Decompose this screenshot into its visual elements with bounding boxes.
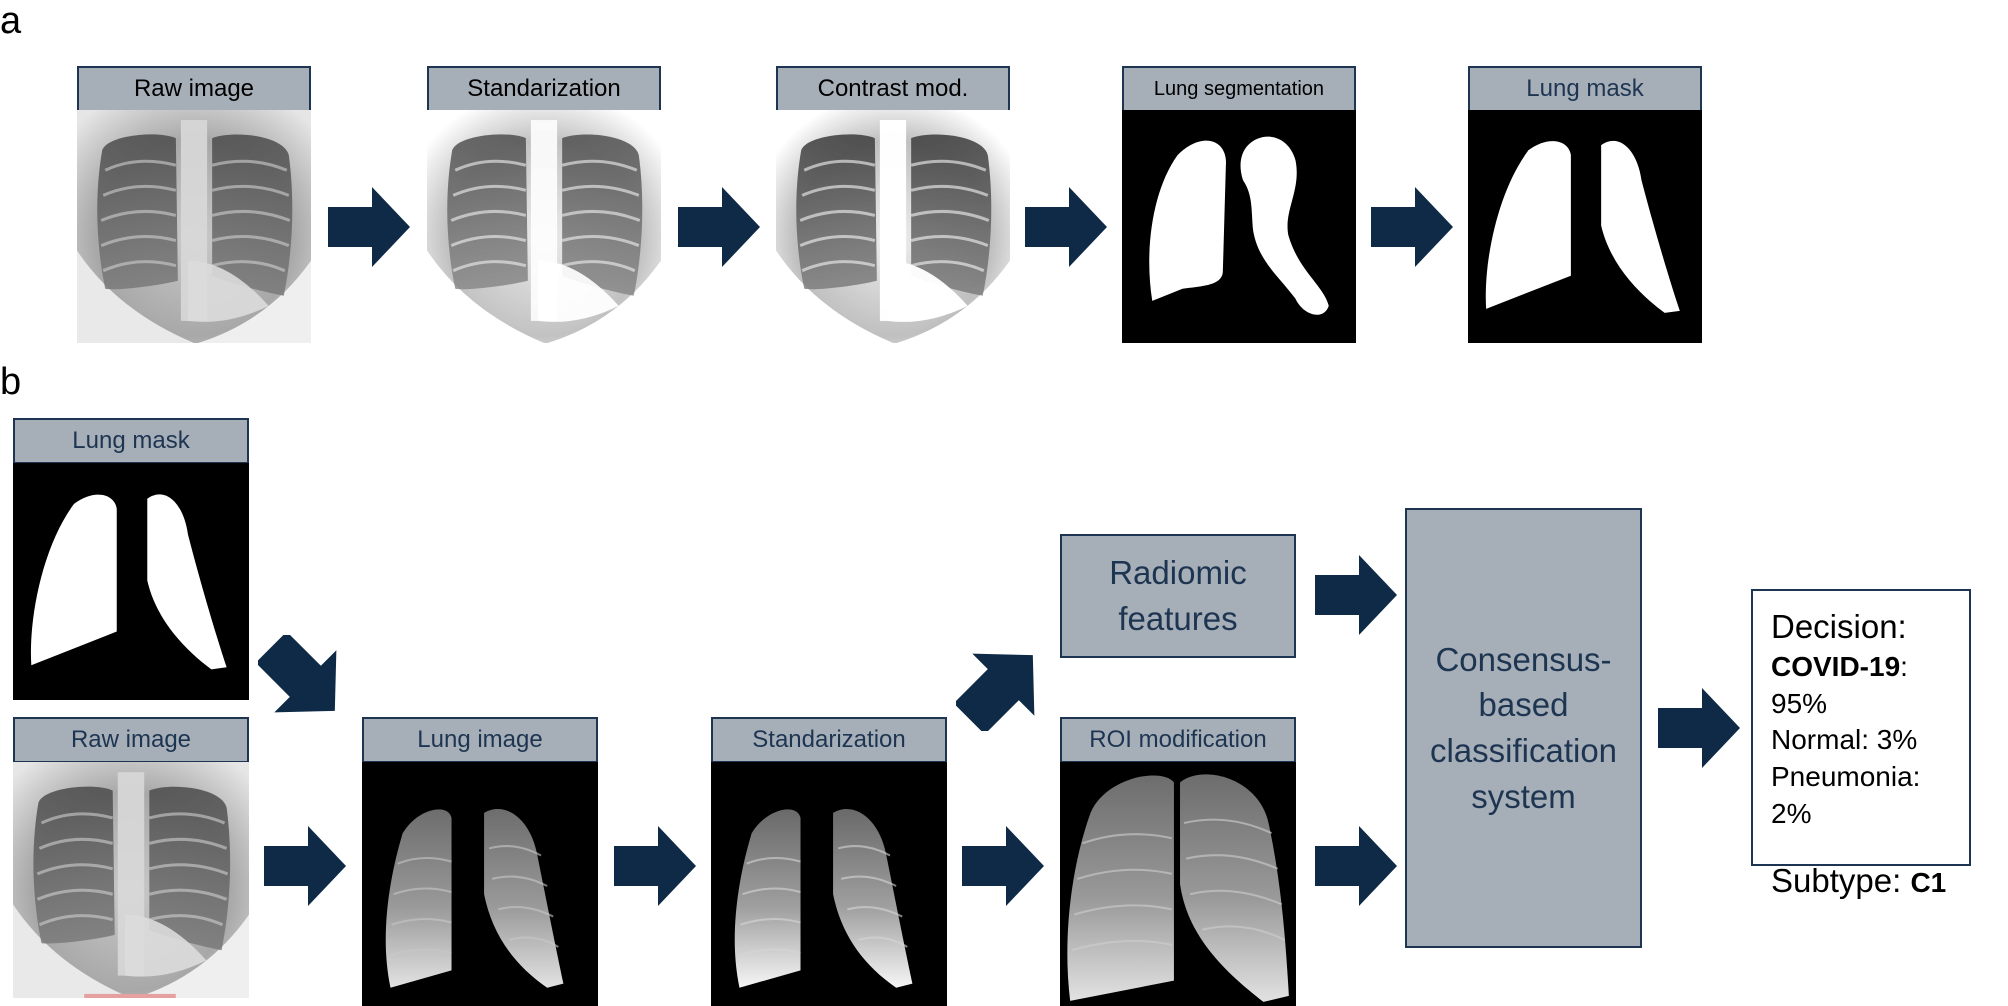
raw-xray-image (77, 110, 311, 343)
decision-title: Decision: (1771, 608, 1907, 645)
arrow-right-icon (962, 826, 1044, 906)
step-label-contrast-mod: Contrast mod. (776, 66, 1010, 112)
subtype-label: Subtype: (1771, 862, 1911, 900)
consensus-line-2: based (1478, 686, 1569, 724)
arrow-right-icon (1025, 187, 1107, 267)
segmentation-image (1122, 110, 1356, 343)
panel-letter-a: a (0, 0, 22, 42)
consensus-line-4: system (1471, 777, 1576, 815)
lung-mask-image (1468, 110, 1702, 343)
input-label-raw-image: Raw image (13, 717, 249, 763)
consensus-line-3: classification (1429, 732, 1618, 769)
decision-normal: Normal: 3% (1771, 724, 1918, 756)
radiomic-line-1: Radiomic (1109, 554, 1247, 592)
subtype-value: C1 (1910, 867, 1947, 899)
decision-covid-line: COVID-19: 95% (1771, 649, 1951, 723)
consensus-classification-box: Consensus- based classification system (1405, 508, 1642, 948)
input-label-lung-mask: Lung mask (13, 418, 249, 464)
step-label-lung-mask: Lung mask (1468, 66, 1702, 112)
arrow-right-icon (1315, 555, 1397, 635)
consensus-line-1: Consensus- (1435, 640, 1612, 678)
contrast-xray-image (776, 110, 1010, 343)
arrow-right-icon (264, 826, 346, 906)
arrow-diagonal-up-icon (956, 643, 1046, 731)
panel-letter-b: b (0, 361, 22, 403)
arrow-right-icon (1658, 688, 1740, 768)
standarized-lung-image (711, 762, 947, 1006)
arrow-right-icon (678, 187, 760, 267)
covid-value: : 95% (1771, 650, 1908, 719)
lung-image (362, 762, 598, 1006)
arrow-right-icon (328, 187, 410, 267)
step-label-standarization: Standarization (427, 66, 661, 112)
roi-modification-label: ROI modification (1060, 717, 1296, 763)
arrow-right-icon (614, 826, 696, 906)
decision-box: Decision: COVID-19: 95% Normal: 3% Pneum… (1751, 589, 1971, 899)
covid-label: COVID-19 (1771, 650, 1901, 682)
standarization-label: Standarization (711, 717, 947, 763)
arrow-right-icon (1371, 187, 1453, 267)
radiomic-features-box: Radiomic features (1060, 534, 1296, 658)
decision-subtype-line: Subtype: C1 (1771, 859, 1951, 903)
roi-modified-image (1060, 762, 1296, 1006)
radiomic-line-2: features (1118, 600, 1238, 637)
step-label-lung-segmentation: Lung segmentation (1122, 66, 1356, 112)
input-lung-mask-image (13, 463, 249, 700)
input-raw-xray-image (13, 762, 249, 998)
arrow-right-icon (1315, 826, 1397, 906)
arrow-diagonal-icon (258, 635, 348, 723)
decision-pneumonia: Pneumonia: 2% (1771, 761, 1921, 830)
step-label-raw-image: Raw image (77, 66, 311, 112)
lung-image-label: Lung image (362, 717, 598, 763)
standardized-xray-image (427, 110, 661, 343)
